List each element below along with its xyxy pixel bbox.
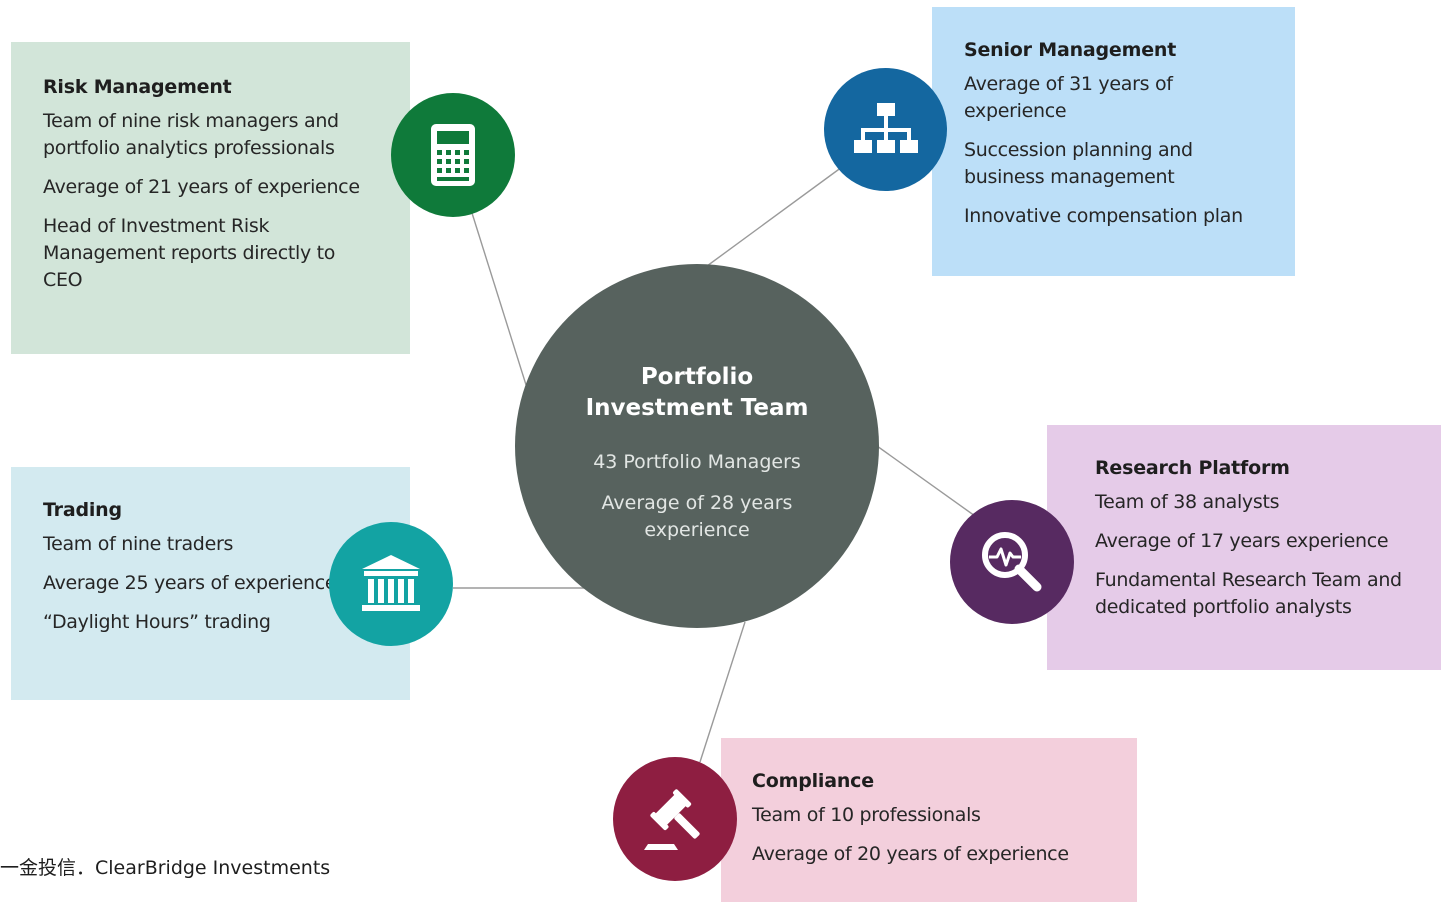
senior-management-line-2: Succession planning and business managem… (964, 139, 1193, 188)
senior-management-line-1: Average of 31 years of experience (964, 73, 1173, 122)
research-platform-line-3: Fundamental Research Team and dedicated … (1095, 569, 1402, 618)
source-footer: 一金投信．ClearBridge Investments (0, 857, 331, 879)
center-line-1: 43 Portfolio Managers (593, 451, 801, 473)
org-chart-icon (824, 68, 947, 191)
trading-line-2: Average 25 years of experience (43, 572, 337, 594)
risk-management-box: Risk Management Team of nine risk manage… (11, 42, 410, 354)
bank-building-icon (329, 522, 453, 646)
risk-management-title: Risk Management (43, 76, 232, 98)
risk-management-line-3: Head of Investment Risk Management repor… (43, 215, 336, 291)
risk-management-line-1: Team of nine risk managers and portfolio… (43, 110, 339, 159)
senior-management-box: Senior Management Average of 31 years of… (932, 7, 1295, 276)
research-platform-box: Research Platform Team of 38 analysts Av… (1047, 425, 1441, 670)
compliance-line-1: Team of 10 professionals (752, 804, 981, 826)
calculator-icon (391, 93, 515, 217)
magnifier-pulse-icon (950, 500, 1074, 624)
gavel-icon (613, 757, 737, 881)
connector-risk (471, 212, 528, 389)
compliance-title: Compliance (752, 770, 874, 792)
research-platform-line-2: Average of 17 years experience (1095, 530, 1389, 552)
senior-management-line-3: Innovative compensation plan (964, 205, 1243, 227)
research-platform-title: Research Platform (1095, 457, 1290, 479)
compliance-box: Compliance Team of 10 professionals Aver… (721, 738, 1137, 902)
center-line-2: Average of 28 years experience (601, 492, 793, 541)
connector-senior (706, 166, 843, 267)
connector-compliance (699, 621, 746, 763)
trading-title: Trading (43, 499, 122, 521)
risk-management-line-2: Average of 21 years of experience (43, 176, 360, 198)
trading-box: Trading Team of nine traders Average 25 … (11, 467, 410, 700)
connector-research (876, 445, 976, 517)
compliance-line-2: Average of 20 years of experience (752, 843, 1069, 865)
trading-line-3: “Daylight Hours” trading (43, 611, 271, 633)
research-platform-line-1: Team of 38 analysts (1095, 491, 1280, 513)
senior-management-title: Senior Management (964, 39, 1177, 61)
trading-line-1: Team of nine traders (43, 533, 234, 555)
